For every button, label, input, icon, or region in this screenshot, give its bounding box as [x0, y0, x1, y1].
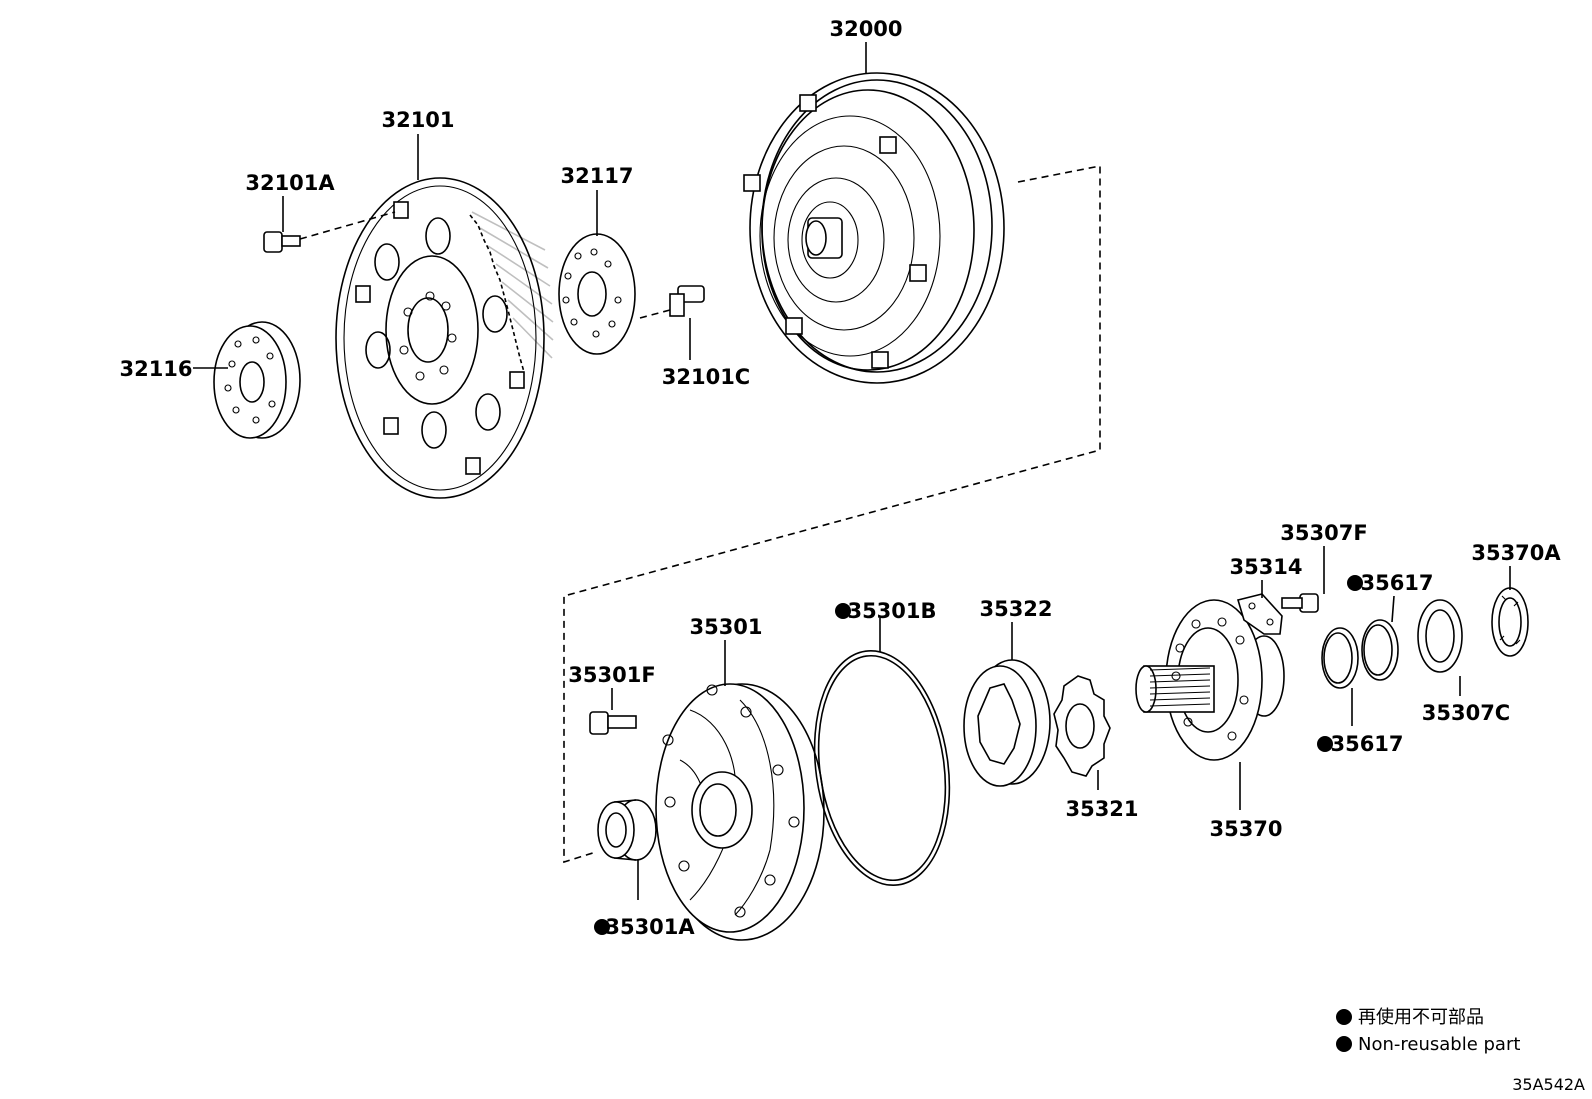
diagram-code: 35A542A: [1512, 1075, 1585, 1094]
stator-shaft-35370[interactable]: [1135, 599, 1285, 761]
label-35370A: 35370A: [1471, 541, 1561, 565]
plate-32117[interactable]: [558, 233, 636, 355]
bolt-32101C[interactable]: [669, 285, 705, 317]
label-32101A: 32101A: [245, 171, 335, 195]
label-35322: 35322: [979, 597, 1052, 621]
legend-bullet: [1336, 1009, 1352, 1025]
label-35307C: 35307C: [1422, 701, 1510, 725]
non-reusable-marker: [835, 603, 851, 619]
part-labels: 32000 32101 32101A 32116 32117 32101C 35…: [119, 17, 1561, 939]
spacer-32116[interactable]: [213, 321, 301, 439]
non-reusable-marker: [1317, 736, 1333, 752]
seal-ring-35617-lower[interactable]: [1321, 627, 1359, 689]
label-35301: 35301: [689, 615, 762, 639]
bolt-35301F[interactable]: [589, 711, 637, 735]
thrust-bearing-35370A[interactable]: [1491, 587, 1529, 657]
thrust-washer-35307C[interactable]: [1417, 599, 1463, 673]
legend-bullet: [1336, 1036, 1352, 1052]
driven-gear-35322[interactable]: [963, 659, 1051, 787]
label-32116: 32116: [119, 357, 192, 381]
label-35617-lower: 35617: [1330, 732, 1403, 756]
label-35370: 35370: [1209, 817, 1282, 841]
legend: 再使用不可部品 Non-reusable part: [1336, 1007, 1520, 1055]
label-35617-upper: 35617: [1360, 571, 1433, 595]
seal-ring-35617-upper[interactable]: [1361, 619, 1399, 681]
o-ring-35301B[interactable]: [800, 642, 964, 894]
label-35314: 35314: [1229, 555, 1302, 579]
label-32117: 32117: [560, 164, 633, 188]
label-35301B: 35301B: [847, 599, 936, 623]
pump-body-35301[interactable]: [655, 683, 825, 941]
drive-plate-32101[interactable]: [335, 177, 554, 499]
bolt-35307F[interactable]: [1281, 593, 1319, 613]
label-32101C: 32101C: [662, 365, 750, 389]
non-reusable-marker: [1347, 575, 1363, 591]
label-35307F: 35307F: [1280, 521, 1367, 545]
oil-seal-35301A[interactable]: [597, 799, 657, 861]
label-35301F: 35301F: [568, 663, 655, 687]
legend-text-jp: 再使用不可部品: [1358, 1007, 1484, 1028]
assembly-dash-lines: [299, 165, 1101, 864]
legend-text-en: Non-reusable part: [1358, 1034, 1520, 1055]
label-32000: 32000: [829, 17, 902, 41]
label-35321: 35321: [1065, 797, 1138, 821]
label-35301A: 35301A: [605, 915, 695, 939]
drive-gear-35321[interactable]: [1053, 675, 1111, 777]
leader-lines: [193, 42, 1511, 900]
label-32101: 32101: [381, 108, 454, 132]
bolt-32101A[interactable]: [263, 231, 301, 253]
non-reusable-marker: [594, 919, 610, 935]
torque-converter-32000[interactable]: [743, 72, 1005, 384]
